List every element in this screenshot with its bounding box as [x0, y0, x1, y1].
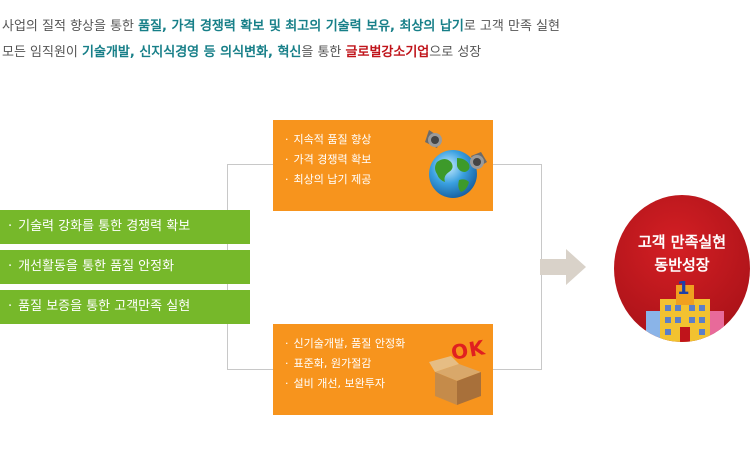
- intro-line-2: 모든 임직원이 기술개발, 신지식경영 등 의식변화, 혁신을 통한 글로벌강소…: [2, 44, 481, 62]
- bullet-dot: ·: [285, 337, 289, 350]
- quality-item: · 지속적 품질 향상: [285, 130, 493, 150]
- strategy-item-3: · 품질 보증을 통한 고객만족 실현: [0, 290, 250, 324]
- building-number: 1: [677, 278, 690, 299]
- bullet-dot: ·: [8, 299, 13, 314]
- globe-speaker-icon: [425, 130, 487, 198]
- quality-box: · 지속적 품질 향상 · 가격 경쟁력 확보 · 최상의 납기 제공: [273, 120, 493, 211]
- connector-bottom-left: [227, 369, 273, 370]
- bullet-dot: ·: [285, 133, 289, 146]
- quality-item-label: 최상의 납기 제공: [293, 173, 372, 186]
- bullet-dot: ·: [285, 153, 289, 166]
- quality-item-label: 지속적 품질 향상: [293, 133, 372, 146]
- innovation-item: · 표준화, 원가절감: [285, 354, 493, 374]
- strategy-label: 기술력 강화를 통한 경쟁력 확보: [18, 219, 191, 234]
- intro-segment: 으로 성장: [429, 45, 482, 60]
- bullet-dot: ·: [8, 259, 13, 274]
- goal-subtitle: 동반성장: [654, 256, 710, 274]
- building-icon: [646, 285, 724, 342]
- strategy-label: 개선활동을 통한 품질 안정화: [18, 259, 175, 274]
- intro-segment: 로 고객 만족 실현: [463, 19, 560, 34]
- quality-item: · 가격 경쟁력 확보: [285, 150, 493, 170]
- goal-circle: 고객 만족실현 동반성장 1: [614, 195, 750, 342]
- strategy-item-2: · 개선활동을 통한 품질 안정화: [0, 250, 250, 284]
- innovation-item-label: 표준화, 원가절감: [293, 357, 372, 370]
- strategy-item-1: · 기술력 강화를 통한 경쟁력 확보: [0, 210, 250, 244]
- connector-top-right: [493, 164, 541, 165]
- connector-top-left: [227, 164, 273, 165]
- innovation-box: · 신기술개발, 품질 안정화 · 표준화, 원가절감 · 설비 개선, 보완투자 O…: [273, 324, 493, 415]
- bullet-dot: ·: [8, 219, 13, 234]
- quality-item: · 최상의 납기 제공: [285, 170, 493, 190]
- innovation-item-label: 신기술개발, 품질 안정화: [293, 337, 406, 350]
- innovation-item-label: 설비 개선, 보완투자: [293, 377, 385, 390]
- intro-segment-highlight: 기술개발, 신지식경영 등 의식변화, 혁신: [82, 45, 302, 60]
- intro-segment: 사업의 질적 향상을 통한: [2, 19, 139, 34]
- innovation-item: · 신기술개발, 품질 안정화: [285, 334, 493, 354]
- intro-segment: 을 통한: [301, 45, 346, 60]
- bullet-dot: ·: [285, 377, 289, 390]
- intro-segment: 모든 임직원이: [2, 45, 83, 60]
- intro-segment-highlight-red: 글로벌강소기업: [345, 45, 430, 60]
- quality-item-label: 가격 경쟁력 확보: [293, 153, 372, 166]
- right-arrow-icon: [540, 249, 586, 285]
- innovation-item: · 설비 개선, 보완투자: [285, 374, 493, 394]
- bullet-dot: ·: [285, 173, 289, 186]
- intro-segment-highlight: 품질, 가격 경쟁력 확보 및 최고의 기술력 보유, 최상의 납기: [138, 19, 464, 34]
- ok-box-icon: OK: [423, 335, 493, 408]
- connector-bottom-right: [493, 369, 541, 370]
- goal-title: 고객 만족실현: [637, 233, 727, 251]
- bullet-dot: ·: [285, 357, 289, 370]
- strategy-label: 품질 보증을 통한 고객만족 실현: [18, 299, 191, 314]
- intro-line-1: 사업의 질적 향상을 통한 품질, 가격 경쟁력 확보 및 최고의 기술력 보유…: [2, 18, 560, 36]
